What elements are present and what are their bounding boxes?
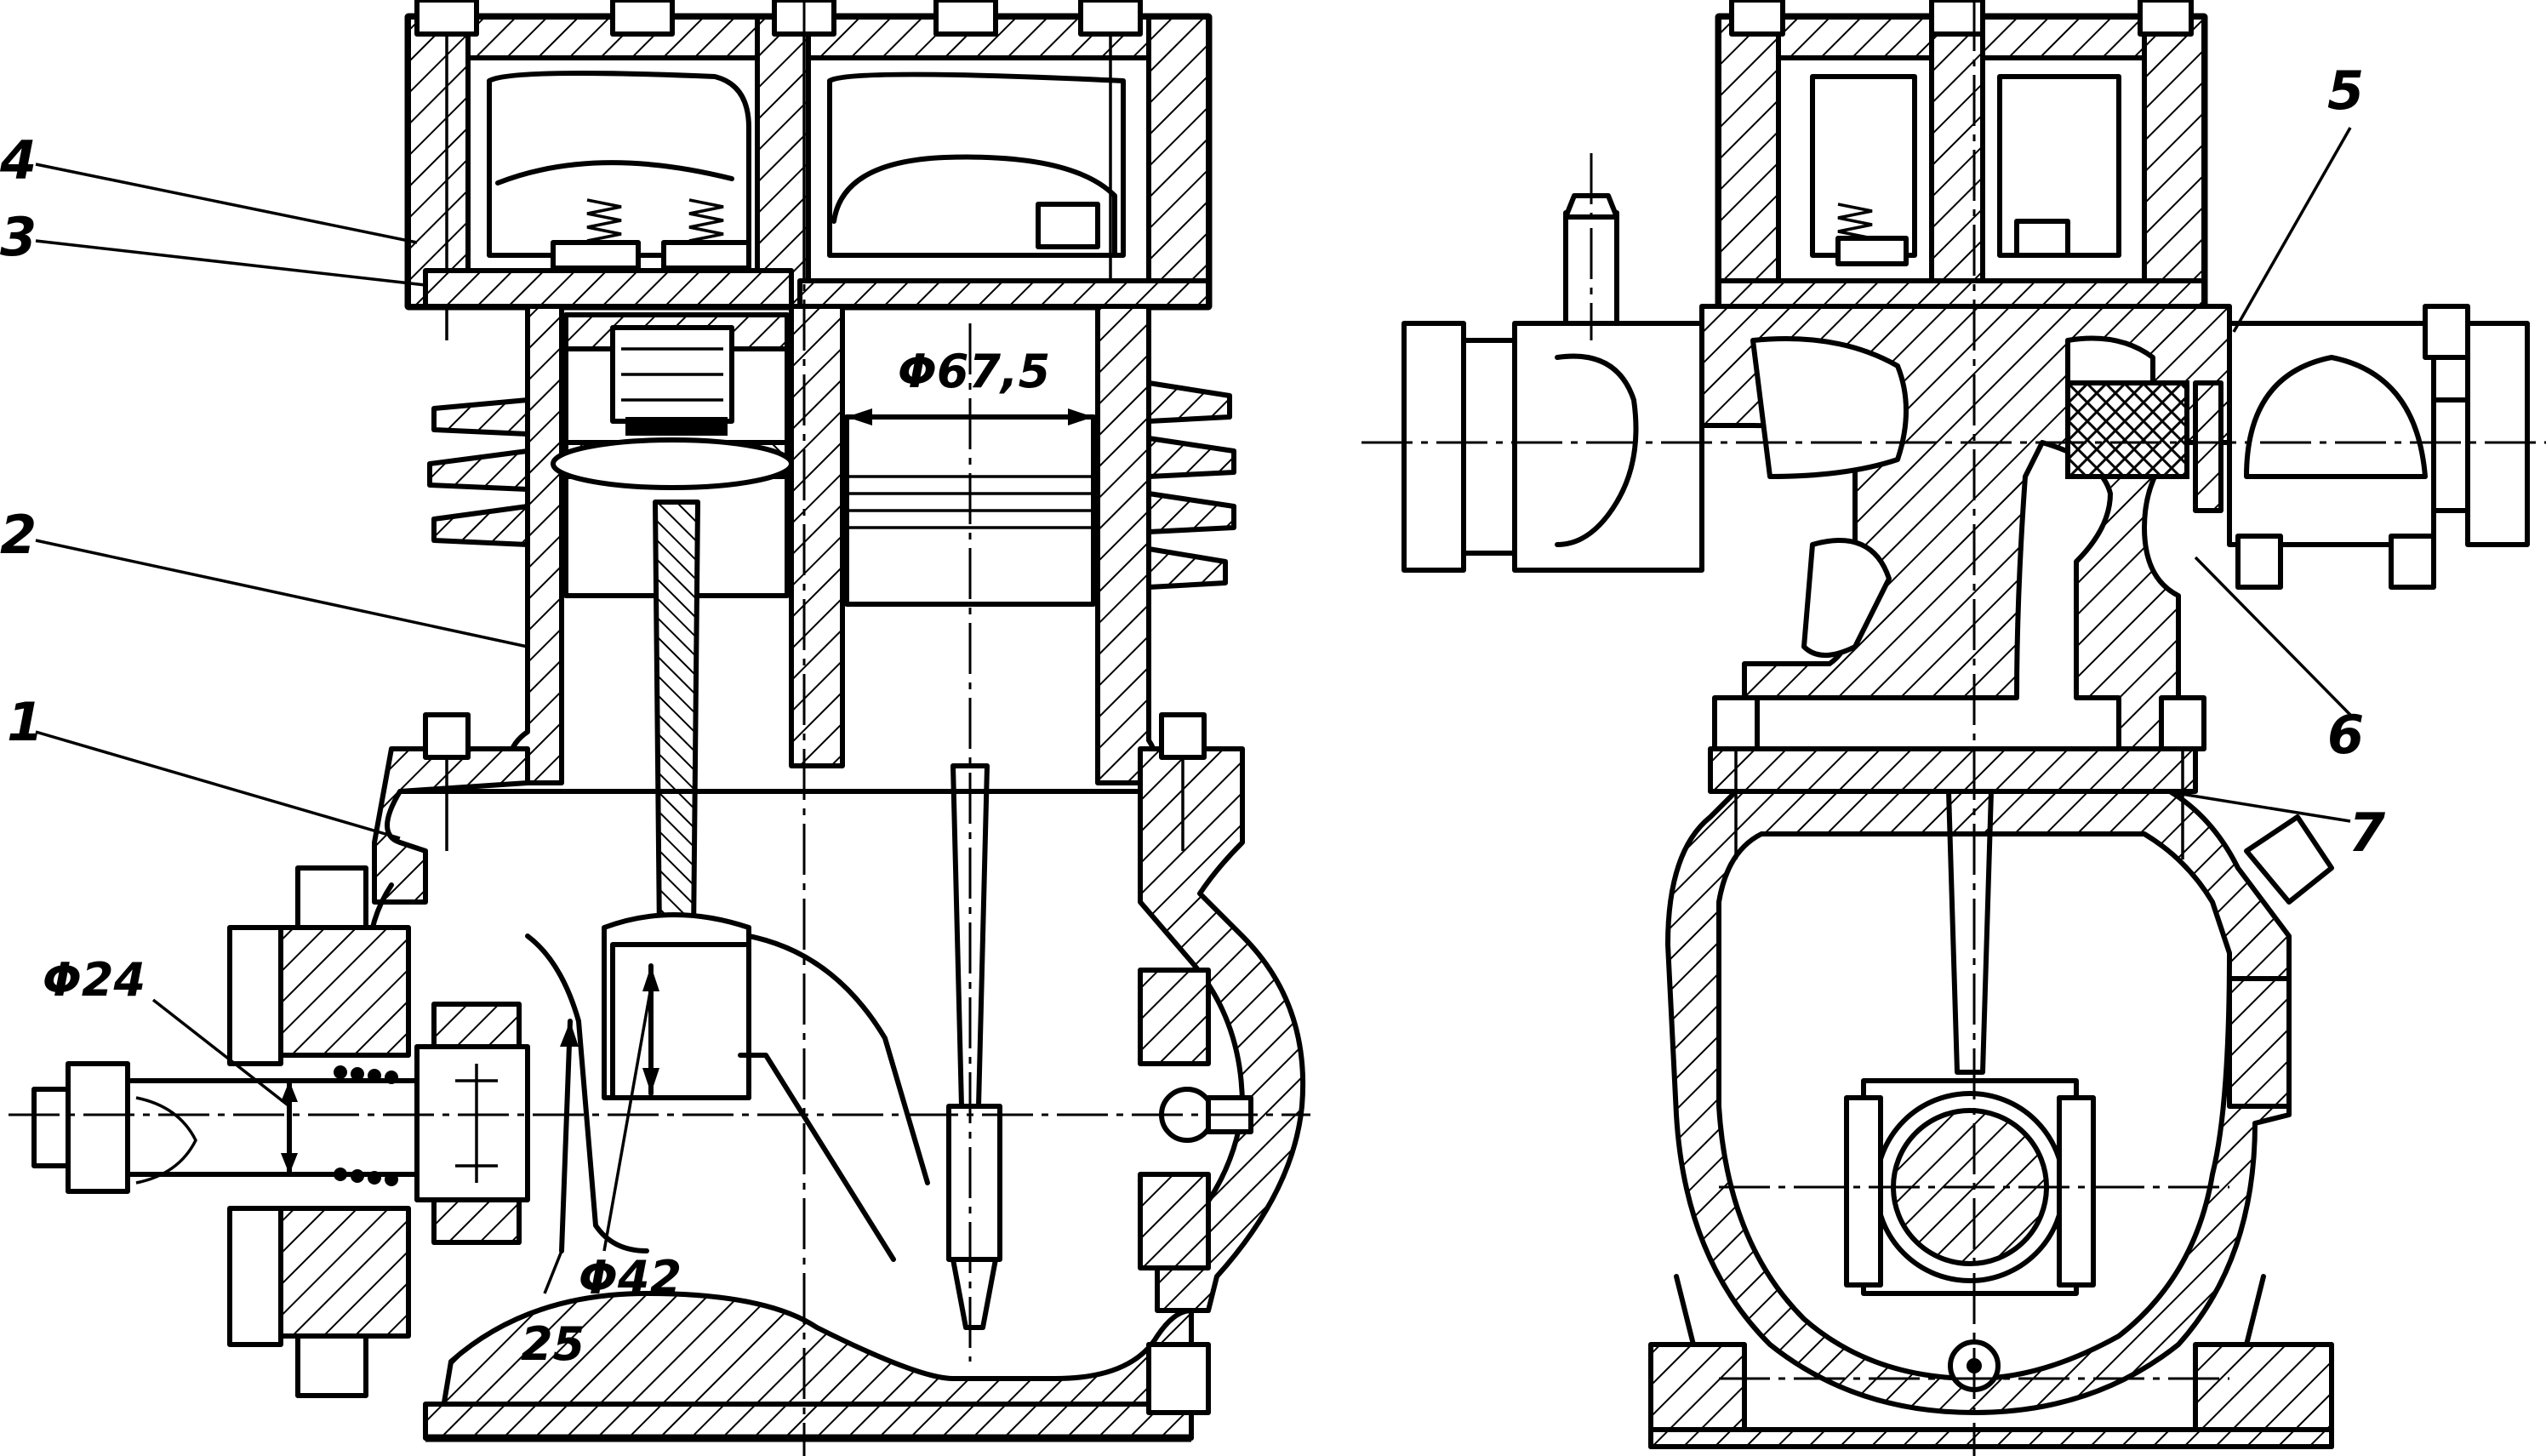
transverse-section-view [1361,0,2546,1456]
side-fitting-left [1401,153,1704,573]
crankcase-studs-side [1712,695,2206,859]
callout-6: 6 [2327,704,2364,766]
bore-dimension-label: Φ67,5 [898,345,1050,398]
callout-1: 1 [7,691,43,753]
oil-filler [2227,814,2334,1109]
rear-bearing [1138,968,1253,1270]
crankpin-dimension [602,963,659,1252]
callout-7: 7 [2349,802,2386,864]
bore-dimension [844,408,1096,425]
connecting-rod-right [946,763,1002,1330]
cylinder-block [427,304,1236,785]
cylinder-block-side [1699,304,2232,751]
shaft-dimension-label: Φ24 [43,953,146,1007]
callout-2: 2 [0,504,37,566]
valve-plate [423,268,794,309]
shaft-dimension [151,998,298,1177]
callout-3: 3 [0,206,37,268]
stroke-dimension-label: 25 [521,1317,585,1371]
longitudinal-section-view [9,0,1310,1456]
piston-left [551,312,794,598]
crankcase-bolts [423,712,1211,1415]
callout-4: 4 [0,129,37,191]
drive-shaft [31,865,420,1398]
side-fitting-right [2227,304,2530,590]
stroke-dimension [543,1019,579,1294]
cylinder-head-side [1715,0,2208,311]
crankpin-dimension-label: Φ42 [579,1251,682,1305]
crankcase [366,746,1306,1442]
callout-5: 5 [2327,60,2364,122]
